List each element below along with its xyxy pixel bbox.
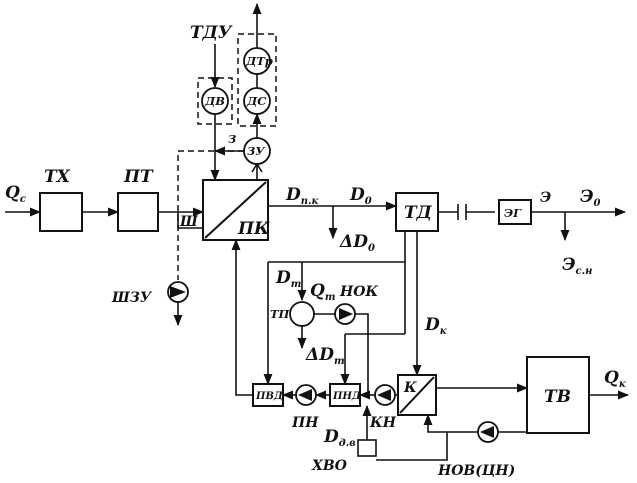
label-delta-dt: ΔDт — [305, 345, 345, 367]
label-pvd: ПВД — [255, 391, 284, 402]
label-dt: Dт — [275, 268, 301, 290]
label-pn: ПН — [291, 415, 319, 431]
block-tkh — [39, 192, 83, 232]
label-qt: Qт — [310, 281, 335, 303]
block-pt — [117, 192, 159, 232]
block-tv — [526, 356, 590, 434]
label-tp: ТП — [270, 307, 291, 321]
label-z: З — [228, 132, 236, 146]
label-d0: D0 — [349, 185, 372, 207]
label-khvo: ХВО — [311, 458, 348, 474]
label-dv: ДВ — [204, 94, 225, 108]
label-td: ТД — [404, 203, 433, 223]
label-zu: ЗУ — [247, 144, 266, 158]
label-nok: НОК — [339, 284, 378, 300]
block-eg — [498, 199, 532, 225]
label-d-dv: Dд.в — [323, 427, 356, 449]
label-dtr: ДТр — [245, 54, 273, 68]
block-khvo-box — [357, 439, 377, 457]
label-dk: Dк — [424, 315, 447, 337]
label-q-c: Qс — [5, 183, 26, 205]
label-esn: Эс.н — [562, 255, 592, 277]
ds-dtr-enclosure — [237, 33, 277, 127]
label-pt: ПТ — [123, 167, 154, 187]
label-sh: Ш — [179, 214, 199, 230]
label-nov: НОВ(ЦН) — [437, 463, 515, 479]
label-pk: ПК — [237, 219, 270, 239]
tp-circle — [289, 301, 315, 327]
label-e: Э — [540, 190, 551, 206]
label-pnd: ПНД — [332, 391, 362, 402]
label-ds: ДС — [246, 94, 267, 108]
label-tdu: ТДУ — [190, 23, 233, 43]
label-kn: КН — [369, 415, 397, 431]
label-tkh: ТХ — [44, 167, 71, 187]
label-eg: ЭГ — [504, 206, 522, 220]
label-tv: ТВ — [544, 387, 571, 407]
label-d-pk: Dп.к — [285, 185, 319, 207]
zu-shzu-dashed — [177, 150, 244, 280]
label-k: К — [403, 380, 417, 396]
label-shzu: ШЗУ — [111, 290, 153, 306]
block-td — [395, 192, 439, 232]
label-qk: Qк — [604, 368, 626, 390]
main-path-lines — [5, 201, 627, 242]
label-delta-d0: ΔD0 — [339, 232, 375, 254]
label-e0: Э0 — [580, 187, 601, 209]
